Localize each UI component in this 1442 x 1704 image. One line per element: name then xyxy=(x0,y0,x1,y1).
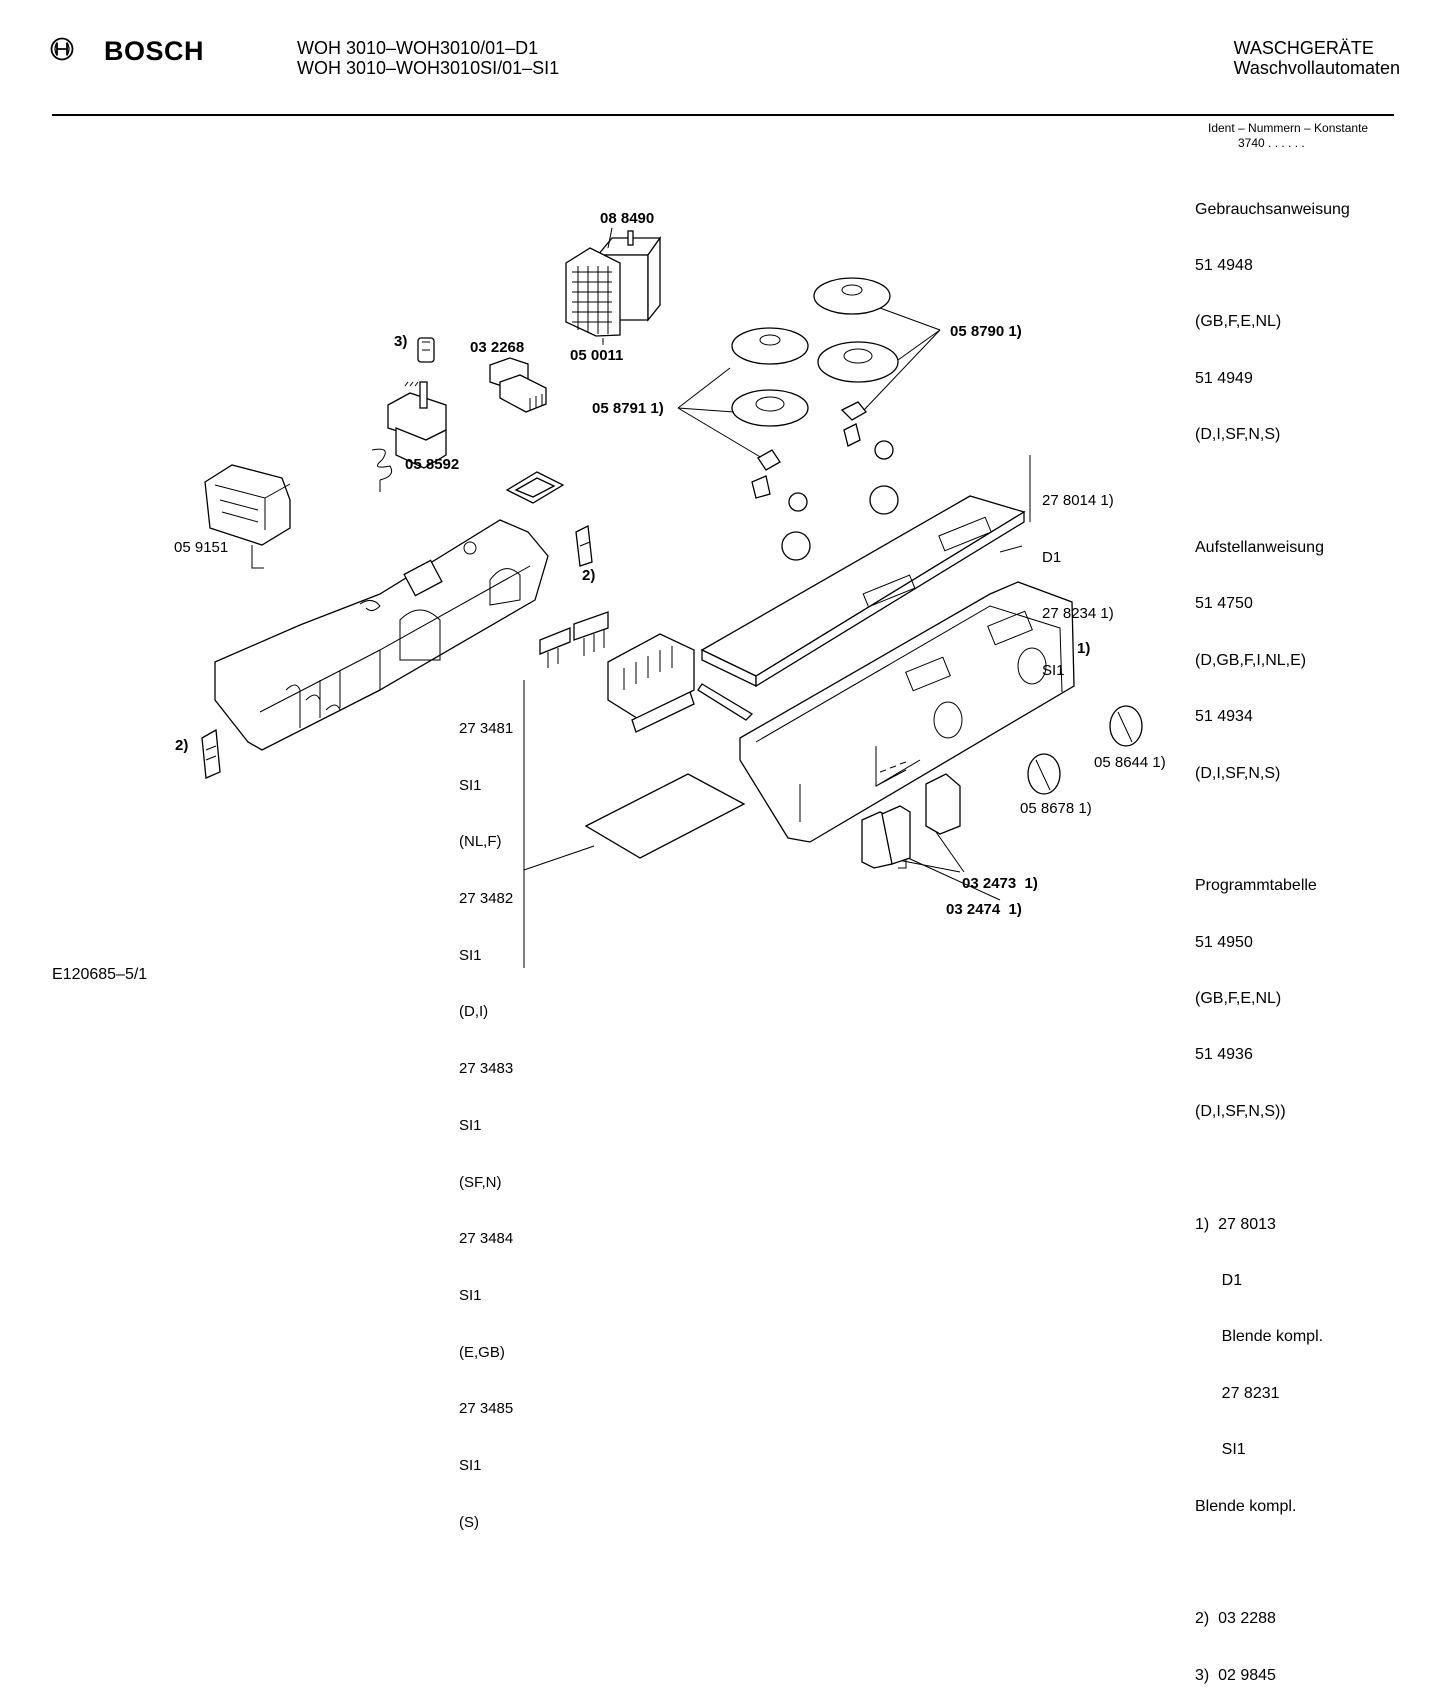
film-variant-line: 27 3483 xyxy=(459,1060,514,1078)
side-note-line: Programmtabelle xyxy=(1195,877,1317,895)
film-variant-line: SI1 xyxy=(459,1116,482,1134)
film-variant-line: (D,I) xyxy=(459,1003,489,1021)
side-note-line: 51 4936 xyxy=(1195,1046,1253,1064)
side-note-line: 51 4948 xyxy=(1195,256,1253,274)
side-note-line: (D,I,SF,N,S) xyxy=(1195,764,1281,782)
film-variant-line: 27 3484 xyxy=(459,1230,514,1248)
side-note-line: D1 xyxy=(1195,1272,1243,1290)
note-3: 3) xyxy=(394,333,408,350)
header-divider xyxy=(52,114,1394,116)
cover-film-part xyxy=(584,773,746,859)
model-line-2: WOH 3010–WOH3010SI/01–SI1 xyxy=(297,58,560,78)
category-header: WASCHGERÄTE Waschvollautomaten xyxy=(1234,38,1400,78)
film-variant-line: SI1 xyxy=(459,1457,482,1475)
film-variant-line: (E,GB) xyxy=(459,1343,505,1361)
side-note-line: 51 4934 xyxy=(1195,708,1253,726)
label-05-0011: 05 0011 xyxy=(570,347,624,364)
side-note-line: SI1 xyxy=(1195,1441,1246,1459)
panel-variant-line: 27 8234 1) xyxy=(1042,605,1114,623)
side-note-line: (D,I,SF,N,S)) xyxy=(1195,1102,1286,1120)
side-note-line: Blende kompl. xyxy=(1195,1497,1297,1515)
film-variant-line: 27 3485 xyxy=(459,1400,514,1418)
panel-variant-line: 27 8014 1) xyxy=(1042,491,1114,509)
fitting-part xyxy=(751,401,867,499)
label-03-2268: 03 2268 xyxy=(470,339,525,356)
side-note-line: 1) 27 8013 xyxy=(1195,1215,1276,1233)
side-note-line: Aufstellanweisung xyxy=(1195,538,1324,556)
side-note-line: (D,I,SF,N,S) xyxy=(1195,426,1281,444)
switch-block-part xyxy=(607,633,695,733)
film-variant-line: (SF,N) xyxy=(459,1173,502,1191)
gear-part xyxy=(781,440,899,561)
label-03-2473: 03 2473 1) xyxy=(962,875,1038,892)
side-note-line: (GB,F,E,NL) xyxy=(1195,990,1282,1008)
frame-plate-part xyxy=(505,471,565,504)
film-variant-line: SI1 xyxy=(459,1287,482,1304)
exploded-parts-drawing xyxy=(201,227,1143,968)
clip-part xyxy=(201,728,221,779)
programmer-part xyxy=(371,381,447,492)
ident-value: 3740 . . . . . . xyxy=(1238,136,1305,150)
label-05-8791: 05 8791 1) xyxy=(592,400,664,417)
brand-name: BOSCH xyxy=(104,36,205,66)
note-2-right: 2) xyxy=(582,567,596,584)
film-variant-line: SI1 xyxy=(459,946,482,964)
label-05-9151: 05 9151 xyxy=(174,539,229,556)
side-note-line xyxy=(1195,1159,1350,1178)
note-1: 1) xyxy=(1077,640,1091,657)
side-note-line: Gebrauchsanweisung xyxy=(1195,200,1350,218)
ident-block: Ident – Nummern – Konstante 3740 . . . .… xyxy=(1208,121,1368,151)
timer-motor-part xyxy=(565,227,662,345)
control-knob-part xyxy=(1027,705,1143,795)
panel-board-part xyxy=(700,495,1026,688)
ident-title: Ident – Nummern – Konstante xyxy=(1208,121,1369,135)
switch-part xyxy=(489,357,547,413)
fascia-panel-part xyxy=(739,581,1075,843)
control-frame-part xyxy=(214,519,549,751)
model-line-1: WOH 3010–WOH3010/01–D1 xyxy=(297,38,539,58)
seal-disc-part xyxy=(731,277,899,427)
film-variant-line: 27 3482 xyxy=(459,889,514,907)
category-line-1: WASCHGERÄTE xyxy=(1233,38,1374,58)
document-code: E120685–5/1 xyxy=(52,966,148,983)
side-note-line: 3) 02 9845 xyxy=(1195,1666,1276,1684)
leader-lines xyxy=(523,307,1031,968)
connector-clip-part xyxy=(539,611,609,668)
film-variant-list: 27 3481 SI1 (NL,F) 27 3482 SI1 (D,I) 27 … xyxy=(459,682,513,1552)
film-variant-line: 27 3481 xyxy=(459,719,514,737)
label-05-8678: 05 8678 1) xyxy=(1020,800,1092,817)
side-note-line: (GB,F,E,NL) xyxy=(1195,313,1282,331)
label-05-8644: 05 8644 1) xyxy=(1094,754,1166,771)
side-note-line: 2) 03 2288 xyxy=(1195,1610,1276,1628)
film-variant-line: (S) xyxy=(459,1513,479,1531)
label-08-8490: 08 8490 xyxy=(600,210,655,227)
label-05-8592: 05 8592 xyxy=(405,456,460,473)
side-note-line: 27 8231 xyxy=(1195,1384,1280,1402)
light-guide-rod-part xyxy=(697,683,754,721)
side-note-line: Blende kompl. xyxy=(1195,1328,1324,1346)
film-variant-line: SI1 xyxy=(459,776,482,794)
label-03-2474: 03 2474 1) xyxy=(946,901,1022,918)
side-note-line: (D,GB,F,I,NL,E) xyxy=(1195,651,1307,669)
category-line-2: Waschvollautomaten xyxy=(1233,58,1400,78)
clip-part xyxy=(575,525,593,567)
side-note-line: 51 4950 xyxy=(1195,933,1253,951)
small-cap-part xyxy=(417,337,435,363)
panel-variant-line: D1 xyxy=(1042,548,1062,566)
side-note-line: 51 4949 xyxy=(1195,369,1253,387)
note-2-left: 2) xyxy=(175,737,189,754)
push-button-part xyxy=(861,773,961,869)
film-variant-line: (NL,F) xyxy=(459,833,502,851)
side-note-line xyxy=(1195,1554,1350,1573)
model-header: WOH 3010–WOH3010/01–D1 WOH 3010–WOH3010S… xyxy=(297,38,559,78)
label-05-8790: 05 8790 1) xyxy=(950,323,1022,340)
bosch-logo-icon xyxy=(50,37,74,61)
panel-variant-line: SI1 xyxy=(1042,661,1065,679)
side-note-line: 51 4750 xyxy=(1195,595,1253,613)
panel-variant-list: 27 8014 1) D1 27 8234 1) SI1 xyxy=(1042,454,1114,700)
relay-block-part xyxy=(204,464,291,569)
